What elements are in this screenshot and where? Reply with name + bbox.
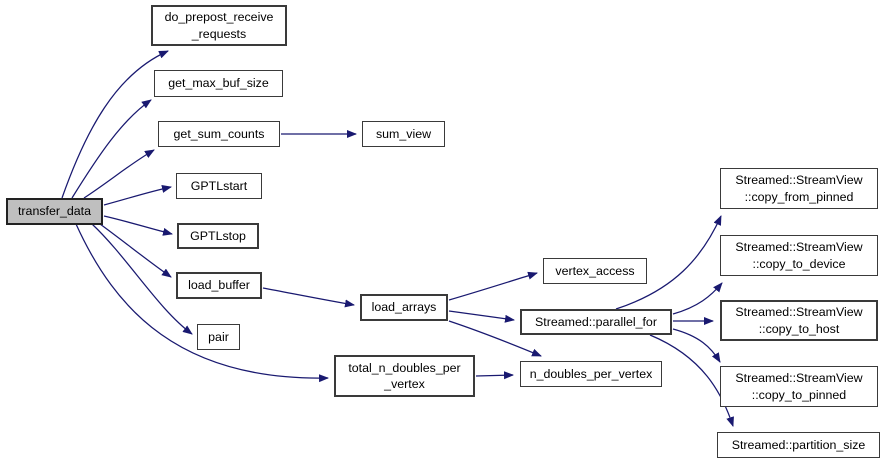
node-get-max-buf-size[interactable]: get_max_buf_size bbox=[154, 70, 283, 97]
node-vertex-access[interactable]: vertex_access bbox=[543, 258, 647, 284]
node-streamed-partition-size[interactable]: Streamed::partition_size bbox=[717, 432, 880, 458]
edge-transfer_data-get_sum_counts bbox=[83, 149, 155, 199]
node-streamview-copy-to-pinned[interactable]: Streamed::StreamView ::copy_to_pinned bbox=[720, 366, 878, 407]
edge-parallel_for-copy_to_pinned bbox=[672, 328, 721, 363]
node-get-sum-counts[interactable]: get_sum_counts bbox=[158, 121, 280, 147]
edge-transfer_data-GPTLstop bbox=[103, 215, 173, 236]
edge-load_arrays-vertex_access bbox=[448, 271, 538, 301]
node-streamview-copy-from-pinned[interactable]: Streamed::StreamView ::copy_from_pinned bbox=[720, 168, 878, 209]
node-streamed-parallel-for[interactable]: Streamed::parallel_for bbox=[520, 309, 672, 335]
edge-load_arrays-parallel_for bbox=[448, 310, 515, 323]
node-pair[interactable]: pair bbox=[197, 324, 240, 350]
edge-total_n-n_doubles bbox=[475, 371, 514, 380]
node-sum-view[interactable]: sum_view bbox=[362, 121, 445, 147]
node-streamview-copy-to-host[interactable]: Streamed::StreamView ::copy_to_host bbox=[720, 300, 878, 341]
node-total-n-doubles-per-vertex[interactable]: total_n_doubles_per _vertex bbox=[334, 355, 475, 397]
edge-parallel_for-copy_to_device bbox=[672, 282, 723, 315]
node-gptlstart[interactable]: GPTLstart bbox=[176, 173, 262, 199]
node-load-arrays[interactable]: load_arrays bbox=[360, 294, 448, 321]
node-do-prepost-receive-requests[interactable]: do_prepost_receive _requests bbox=[151, 5, 287, 46]
edge-load_buffer-load_arrays bbox=[262, 287, 355, 308]
node-streamview-copy-to-device[interactable]: Streamed::StreamView ::copy_to_device bbox=[720, 235, 878, 276]
edge-transfer_data-do_prepost bbox=[61, 50, 169, 199]
edge-transfer_data-GPTLstart bbox=[103, 185, 172, 206]
node-n-doubles-per-vertex[interactable]: n_doubles_per_vertex bbox=[520, 361, 662, 387]
edge-transfer_data-load_buffer bbox=[99, 223, 172, 278]
edge-transfer_data-get_max_buf_size bbox=[71, 99, 152, 199]
node-load-buffer[interactable]: load_buffer bbox=[176, 272, 262, 299]
node-transfer-data[interactable]: transfer_data bbox=[6, 198, 103, 225]
node-gptlstop[interactable]: GPTLstop bbox=[177, 223, 259, 249]
